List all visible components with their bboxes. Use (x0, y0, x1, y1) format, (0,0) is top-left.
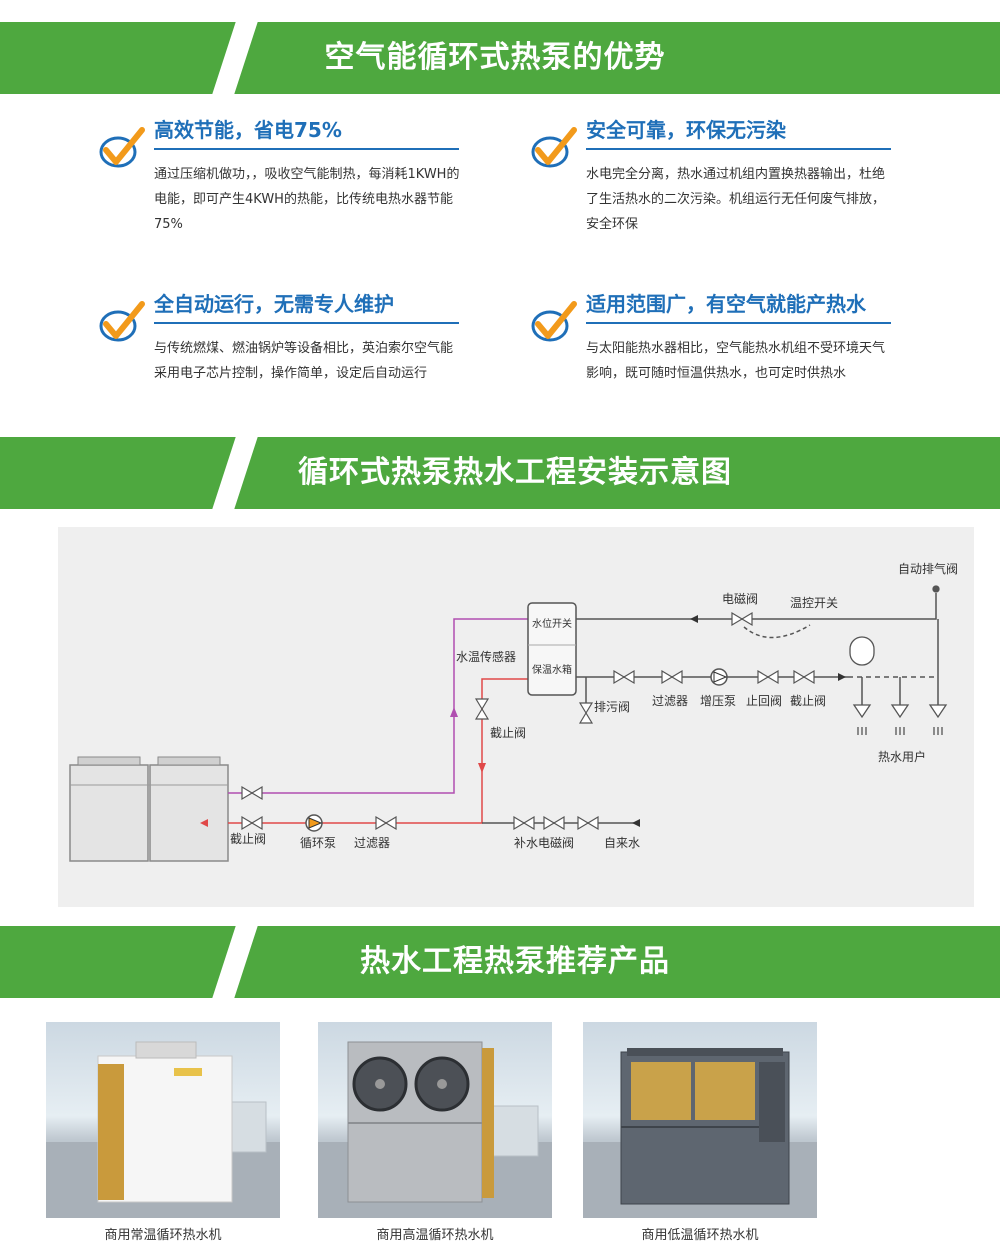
divider (154, 148, 459, 150)
product-card[interactable]: 商用常温循环热水机 (46, 1022, 280, 1243)
advantage-title: 全自动运行，无需专人维护 (154, 292, 394, 316)
section-title: 循环式热泵热水工程安装示意图 (298, 455, 732, 490)
solenoid-valve-icon (731, 611, 753, 627)
check-icon (531, 127, 577, 168)
section-title: 空气能循环式热泵的优势 (324, 40, 666, 75)
product-card[interactable]: 商用低温循环热水机 (583, 1022, 817, 1243)
product-caption: 商用低温循环热水机 (641, 1228, 759, 1243)
valves (241, 611, 815, 831)
label-stop-valve-top: 截止阀 (790, 694, 826, 708)
check-icon (531, 301, 577, 342)
valve-icon (577, 815, 599, 831)
label-filter-top: 过滤器 (652, 694, 688, 708)
label-stop-valve-left: 截止阀 (230, 832, 266, 846)
divider (154, 322, 459, 324)
expansion-vessel-icon (849, 636, 875, 666)
section-banner-diagram: 循环式热泵热水工程安装示意图 (0, 437, 1000, 509)
label-tap-water: 自来水 (604, 836, 640, 850)
label-auto-vent: 自动排气阀 (898, 561, 958, 576)
label-solenoid: 电磁阀 (722, 591, 758, 606)
faucet-icon (852, 704, 948, 719)
filter-icon (661, 669, 683, 685)
filter-icon (375, 815, 397, 831)
diagram-canvas: 自动排气阀 电磁阀 温控开关 水位开关 水温传感器 保温水箱 排污阀 过滤器 增… (69, 561, 958, 862)
solenoid-valve-icon (543, 815, 565, 831)
check-icon (99, 301, 145, 342)
advantage-text: 与传统燃煤、燃油锅炉等设备相比，英泊索尔空气能采用电子芯片控制，操作简单，设定后… (154, 341, 454, 381)
label-booster-pump: 增压泵 (700, 694, 736, 708)
flow-arrows (200, 615, 846, 827)
advantage-item: 适用范围广，有空气就能产热水 与太阳能热水器相比，空气能热水机组不受环境天气影响… (530, 288, 910, 418)
label-temp-switch: 温控开关 (790, 596, 838, 610)
check-icon (99, 127, 145, 168)
auto-vent-icon (932, 585, 940, 593)
section-banner-products: 热水工程热泵推荐产品 (0, 926, 1000, 998)
label-check-valve: 止回阀 (746, 694, 782, 708)
product-card[interactable]: 商用高温循环热水机 (318, 1022, 552, 1243)
heat-pump-units (69, 756, 229, 862)
check-valve-icon (757, 669, 779, 685)
section-banner-advantages: 空气能循环式热泵的优势 (0, 22, 1000, 94)
label-tank: 保温水箱 (532, 663, 572, 676)
label-water-temp-sensor: 水温传感器 (456, 649, 516, 664)
label-makeup-solenoid: 补水电磁阀 (514, 835, 574, 850)
divider (586, 322, 891, 324)
insulated-tank (527, 602, 577, 696)
advantage-text: 通过压缩机做功，，吸收空气能制热，每消耗1KWH的电能，即可产生4KWH的热能，… (154, 167, 460, 232)
advantage-title: 适用范围广，有空气就能产热水 (586, 292, 866, 316)
divider (586, 148, 891, 150)
pumps (305, 668, 728, 832)
stop-valve-icon (793, 669, 815, 685)
label-circ-pump: 循环泵 (300, 836, 336, 850)
product-image (583, 1022, 817, 1218)
drain-valve-icon (578, 702, 594, 724)
user-fixtures (849, 585, 948, 735)
advantage-text: 与太阳能热水器相比，空气能热水机组不受环境天气影响，既可随时恒温供热水，也可定时… (586, 341, 886, 381)
valve-icon (241, 785, 263, 801)
label-drain: 排污阀 (594, 700, 630, 714)
product-caption: 商用常温循环热水机 (104, 1228, 222, 1243)
valve-icon (513, 815, 535, 831)
advantage-item: 高效节能，省电75% 通过压缩机做功，，吸收空气能制热，每消耗1KWH的电能，即… (98, 114, 478, 244)
advantage-title: 高效节能，省电75% (154, 118, 342, 142)
label-level-switch: 水位开关 (532, 617, 572, 630)
product-image (46, 1022, 280, 1218)
installation-diagram: 自动排气阀 电磁阀 温控开关 水位开关 水温传感器 保温水箱 排污阀 过滤器 增… (58, 527, 974, 907)
advantage-text: 水电完全分离，热水通过机组内置换热器输出，杜绝了生活热水的二次污染。机组运行无任… (586, 167, 886, 232)
valve-icon (241, 815, 263, 831)
advantage-item: 安全可靠，环保无污染 水电完全分离，热水通过机组内置换热器输出，杜绝了生活热水的… (530, 114, 910, 244)
advantage-title: 安全可靠，环保无污染 (586, 118, 786, 142)
label-hot-water-users: 热水用户 (878, 749, 926, 764)
label-filter-bottom: 过滤器 (354, 836, 390, 850)
stop-valve-icon (474, 698, 490, 720)
product-caption: 商用高温循环热水机 (376, 1228, 494, 1243)
label-stop-valve-mid: 截止阀 (490, 726, 526, 740)
valve-icon (613, 669, 635, 685)
product-image (318, 1022, 552, 1218)
section-title: 热水工程热泵推荐产品 (360, 944, 670, 979)
advantage-item: 全自动运行，无需专人维护 与传统燃煤、燃油锅炉等设备相比，英泊索尔空气能采用电子… (98, 288, 478, 418)
